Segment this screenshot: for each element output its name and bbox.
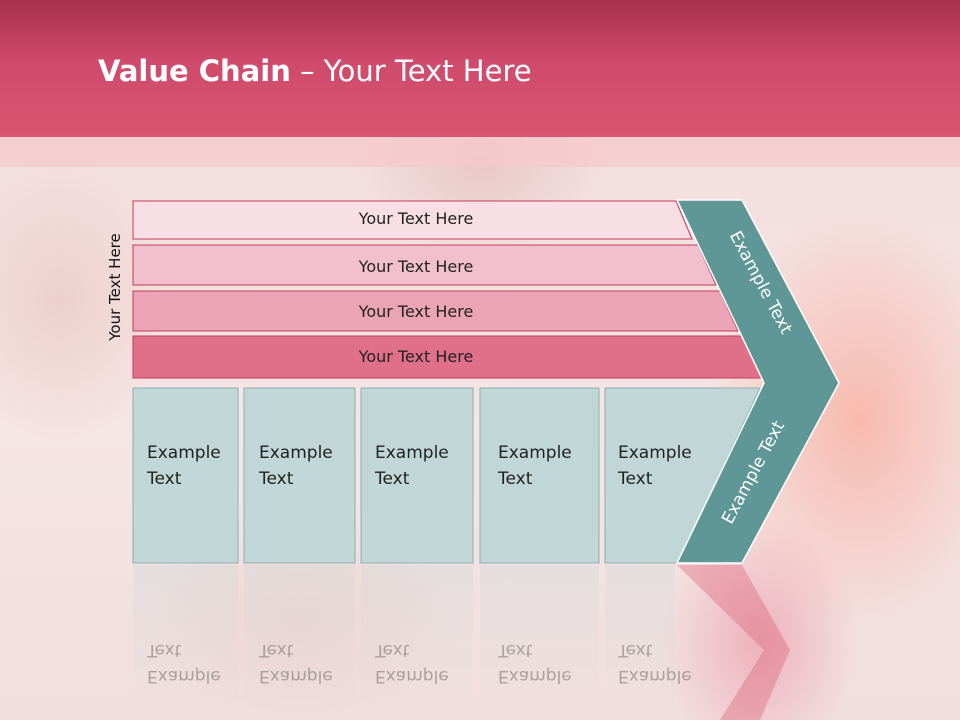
cell-1-line1: Example	[147, 443, 221, 463]
cell-5-line2: Text	[618, 469, 653, 489]
reflection-line1: Example	[375, 666, 449, 686]
reflection-line2: Text	[498, 640, 533, 660]
reflection-cell	[605, 565, 675, 715]
header-band	[0, 0, 960, 137]
bar-1[interactable]	[132, 200, 693, 240]
cell-4-line1: Example	[498, 443, 572, 463]
cell-4-text: Example Text	[498, 440, 572, 492]
cell-2[interactable]	[243, 387, 356, 564]
reflection-line1: Example	[498, 666, 572, 686]
reflection-cell	[244, 565, 355, 715]
cell-3[interactable]	[360, 387, 474, 564]
reflection-line2: Text	[375, 640, 410, 660]
cell-3-line2: Text	[375, 469, 410, 489]
reflection-text: Example Text	[259, 637, 333, 689]
reflection-line1: Example	[618, 666, 692, 686]
cell-2-text: Example Text	[259, 440, 333, 492]
bar-2-label: Your Text Here	[358, 257, 474, 276]
reflection-cell	[480, 565, 599, 715]
chevron-reflection	[677, 565, 790, 720]
reflection-cell	[133, 565, 238, 715]
cell-3-text: Example Text	[375, 440, 449, 492]
reflection-line2: Text	[618, 640, 653, 660]
title-rest: – Your Text Here	[290, 54, 532, 88]
reflection-line2: Text	[147, 640, 182, 660]
reflection-text: Example Text	[618, 637, 692, 689]
reflection-cell	[361, 565, 473, 715]
cell-1-line2: Text	[147, 469, 182, 489]
reflection-line2: Text	[259, 640, 294, 660]
chevron-arrow[interactable]	[675, 199, 840, 564]
cell-4-line2: Text	[498, 469, 533, 489]
diagram-reflection: Example Text Example Text Example Text E…	[0, 565, 960, 720]
bar-3-label: Your Text Here	[358, 302, 474, 321]
slide-title[interactable]: Value Chain – Your Text Here	[98, 54, 532, 88]
title-bold: Value Chain	[98, 54, 291, 88]
cell-1-text: Example Text	[147, 440, 221, 492]
reflection-line1: Example	[259, 666, 333, 686]
cell-5-line1: Example	[618, 443, 692, 463]
cell-5-text: Example Text	[618, 440, 692, 492]
header-strip	[0, 137, 960, 167]
cell-4[interactable]	[479, 387, 600, 564]
reflection-text: Example Text	[147, 637, 221, 689]
cell-3-line1: Example	[375, 443, 449, 463]
bar-3[interactable]	[132, 290, 739, 332]
reflection-text: Example Text	[498, 637, 572, 689]
cell-2-line2: Text	[259, 469, 294, 489]
cell-1[interactable]	[132, 387, 239, 564]
bar-4-label: Your Text Here	[358, 347, 474, 366]
reflection-text: Example Text	[375, 637, 449, 689]
bar-2[interactable]	[132, 244, 717, 286]
reflection-line1: Example	[147, 666, 221, 686]
bar-1-label: Your Text Here	[358, 209, 474, 228]
cell-2-line1: Example	[259, 443, 333, 463]
